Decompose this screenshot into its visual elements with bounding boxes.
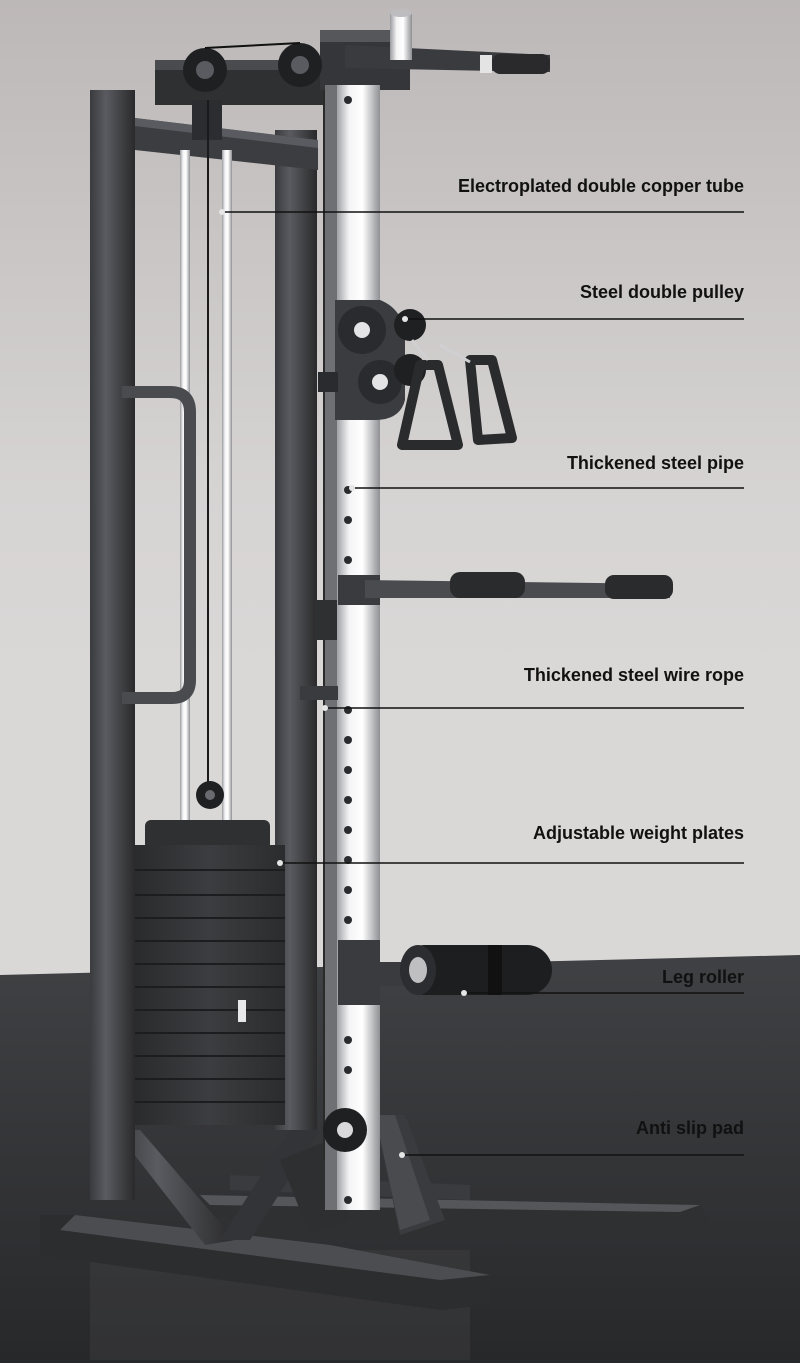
bottom-pulley — [323, 1108, 367, 1152]
callout-steel-pipe: Thickened steel pipe — [566, 453, 744, 473]
callout-copper-tube: Electroplated double copper tube — [457, 176, 744, 196]
leg-roller — [338, 940, 552, 1005]
side-handle — [122, 386, 196, 704]
callout-double-pulley: Steel double pulley — [579, 282, 744, 302]
lower-peg — [300, 686, 338, 700]
weight-stack — [135, 781, 285, 1125]
stirrup-clips — [410, 339, 471, 364]
center-column — [323, 85, 380, 1210]
callout-weight-plates: Adjustable weight plates — [532, 823, 744, 843]
top-pulleys — [183, 42, 322, 92]
callout-leg-roller: Leg roller — [661, 967, 744, 987]
left-front-post — [90, 90, 135, 1200]
top-handle-bar — [345, 9, 550, 74]
callout-wire-rope: Thickened steel wire rope — [523, 665, 744, 685]
double-pulley-assembly — [318, 300, 426, 420]
callout-leader-lines — [222, 211, 744, 1156]
stirrup-handles — [397, 355, 517, 450]
callout-dots — [219, 209, 467, 1158]
callout-anti-slip-pad: Anti slip pad — [636, 1118, 744, 1138]
mid-handle-bar — [315, 572, 673, 640]
